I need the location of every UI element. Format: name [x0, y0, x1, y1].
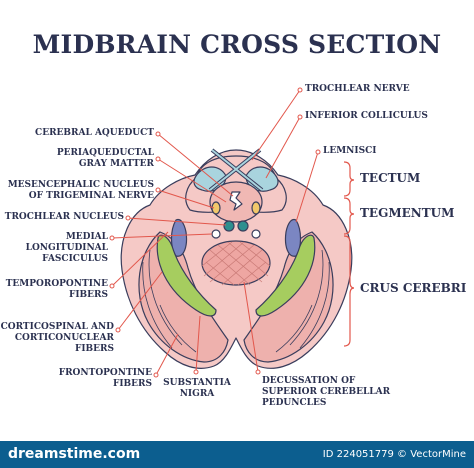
- footer-bar: dreamstime.com ID 224051779 © VectorMine: [0, 441, 474, 468]
- label-periaqueductal-2: GRAY MATTER: [78, 159, 154, 169]
- bracket-tegmentum: [343, 197, 355, 235]
- leader-trochlear-nucleus: [127, 217, 227, 226]
- right-trochlear-nucleus: [237, 220, 249, 232]
- left-fibers: [142, 249, 197, 353]
- leader-lemnisci: [295, 151, 319, 223]
- region-brackets: [343, 161, 355, 347]
- leader-mlf: [111, 233, 213, 239]
- left-mesencephalic-nucleus: [211, 201, 221, 215]
- label-mlf-1: MEDIAL: [65, 232, 108, 242]
- bracket-crus: [343, 235, 355, 347]
- label-decussation-1: DECUSSATION OF: [262, 376, 356, 386]
- right-fibers: [275, 249, 330, 353]
- leader-lines: [109, 87, 321, 378]
- footer-credit: ID 224051779 © VectorMine: [322, 449, 466, 460]
- label-mesencephalic-1: MESENCEPHALIC NUCLEUS: [7, 180, 154, 190]
- label-mesencephalic-2: OF TRIGEMINAL NERVE: [28, 191, 154, 201]
- label-periaqueductal-1: PERIAQUEDUCTAL: [56, 148, 154, 158]
- leader-decussation: [243, 281, 259, 373]
- region-crus-cerebri: CRUS CEREBRI: [360, 281, 467, 295]
- label-corticospinal-1: CORTICOSPINAL AND: [0, 322, 114, 332]
- right-lemniscus: [284, 218, 302, 257]
- leader-frontopontine: [155, 333, 179, 376]
- left-trochlear-nucleus: [223, 220, 235, 232]
- label-trochlear-nerve: TROCHLEAR NERVE: [305, 84, 410, 94]
- right-mlf: [251, 229, 261, 239]
- label-temporopontine-2: FIBERS: [68, 290, 108, 300]
- right-crus-cerebri: [255, 234, 316, 317]
- label-lemnisci: LEMNISCI: [323, 146, 377, 156]
- leader-periaqueductal: [157, 158, 227, 203]
- label-temporopontine-1: TEMPOROPONTINE: [5, 279, 108, 289]
- cerebral-aqueduct: [229, 191, 243, 211]
- right-mesencephalic-nucleus: [251, 201, 261, 215]
- label-substantia-1: SUBSTANTIA: [163, 378, 231, 388]
- label-mlf-3: FASCICULUS: [42, 254, 108, 264]
- page-title: MIDBRAIN CROSS SECTION: [32, 30, 442, 59]
- leader-substantia: [195, 315, 201, 373]
- left-crus-cerebri: [156, 234, 217, 317]
- region-tectum: TECTUM: [360, 171, 421, 185]
- label-trochlear-nucleus: TROCHLEAR NUCLEUS: [4, 212, 124, 222]
- label-cerebral-aqueduct: CEREBRAL AQUEDUCT: [35, 128, 154, 138]
- footer-brand: dreamstime.com: [8, 446, 141, 462]
- label-frontopontine-2: FIBERS: [112, 379, 152, 389]
- label-decussation-3: PEDUNCLES: [262, 398, 327, 408]
- region-tegmentum: TEGMENTUM: [360, 206, 455, 220]
- leader-trochlear-nerve: [251, 89, 301, 161]
- label-mlf-2: LONGITUDINAL: [25, 243, 108, 253]
- label-frontopontine-1: FRONTOPONTINE: [58, 368, 152, 378]
- leader-corticospinal: [117, 271, 163, 331]
- decussation: [201, 240, 271, 286]
- label-decussation-2: SUPERIOR CEREBELLAR: [262, 387, 391, 397]
- decussation-hatch: [201, 241, 271, 286]
- label-substantia-2: NIGRA: [179, 389, 215, 399]
- label-corticospinal-2: CORTICONUCLEAR: [14, 333, 114, 343]
- leader-temporopontine: [111, 231, 169, 287]
- label-inferior-colliculus: INFERIOR COLLICULUS: [305, 111, 428, 121]
- label-corticospinal-3: FIBERS: [74, 344, 114, 354]
- midbrain-section: [120, 148, 353, 369]
- leader-cerebral-aqueduct: [157, 133, 234, 197]
- left-mlf: [211, 229, 221, 239]
- leader-inferior-colliculus: [265, 116, 301, 179]
- bracket-tectum: [343, 161, 355, 197]
- leader-mesencephalic: [157, 189, 215, 209]
